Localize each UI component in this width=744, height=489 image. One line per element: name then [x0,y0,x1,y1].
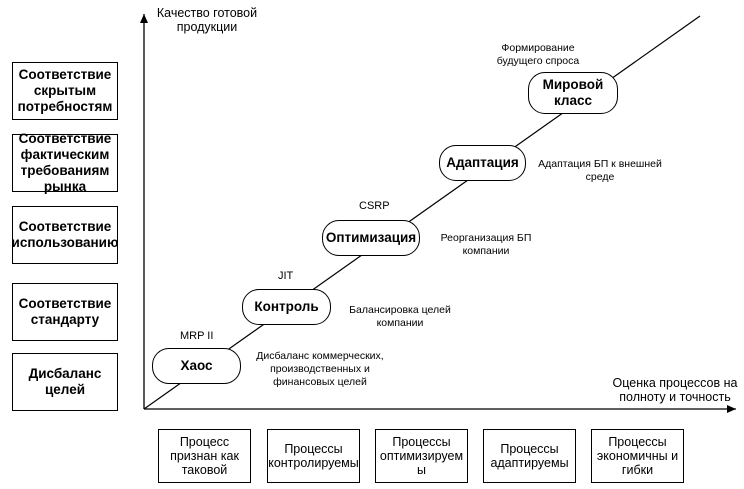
annotation-bp-reorganization: Реорганизация БП компании [440,232,532,257]
process-level-recognized: Процесс признан как таковой [158,429,251,483]
x-axis-label: Оценка процессов на полноту и точность [612,376,738,404]
quality-level-usage: Соответствие использованию [12,206,119,264]
process-level-controlled: Процессы контролируемы [267,429,360,483]
annotation-goal-imbalance: Дисбаланс коммерческих, производственных… [256,350,384,388]
system-csrp-label: CSRP [359,200,390,212]
process-level-adaptable: Процессы адаптируемы [483,429,576,483]
stage-world-class: Мировой класс [528,72,618,114]
y-axis-label: Качество готовой продукции [156,6,258,34]
quality-level-goal-imbalance: Дисбаланс целей [12,353,118,411]
process-level-economical-flexible: Процессы экономичны и гибки [591,429,684,483]
system-mrp2-label: MRP II [180,330,214,342]
annotation-bp-adaptation: Адаптация БП к внешней среде [538,158,662,183]
process-level-optimized: Процессы оптимизируем ы [375,429,468,483]
quality-level-standard: Соответствие стандарту [12,283,118,341]
quality-level-market-requirements: Соответствие фактическим требованиям рын… [12,131,118,194]
system-jit-label: JIT [278,270,294,282]
stage-control: Контроль [242,289,331,325]
stage-chaos: Хаос [152,348,241,384]
quality-level-hidden-needs: Соответствие скрытым потребностям [12,62,118,120]
annotation-future-demand: Формирование будущего спроса [496,42,580,67]
annotation-goal-balancing: Балансировка целей компании [349,304,451,329]
stage-adaptation: Адаптация [439,145,526,181]
stage-optimization: Оптимизация [322,220,420,256]
